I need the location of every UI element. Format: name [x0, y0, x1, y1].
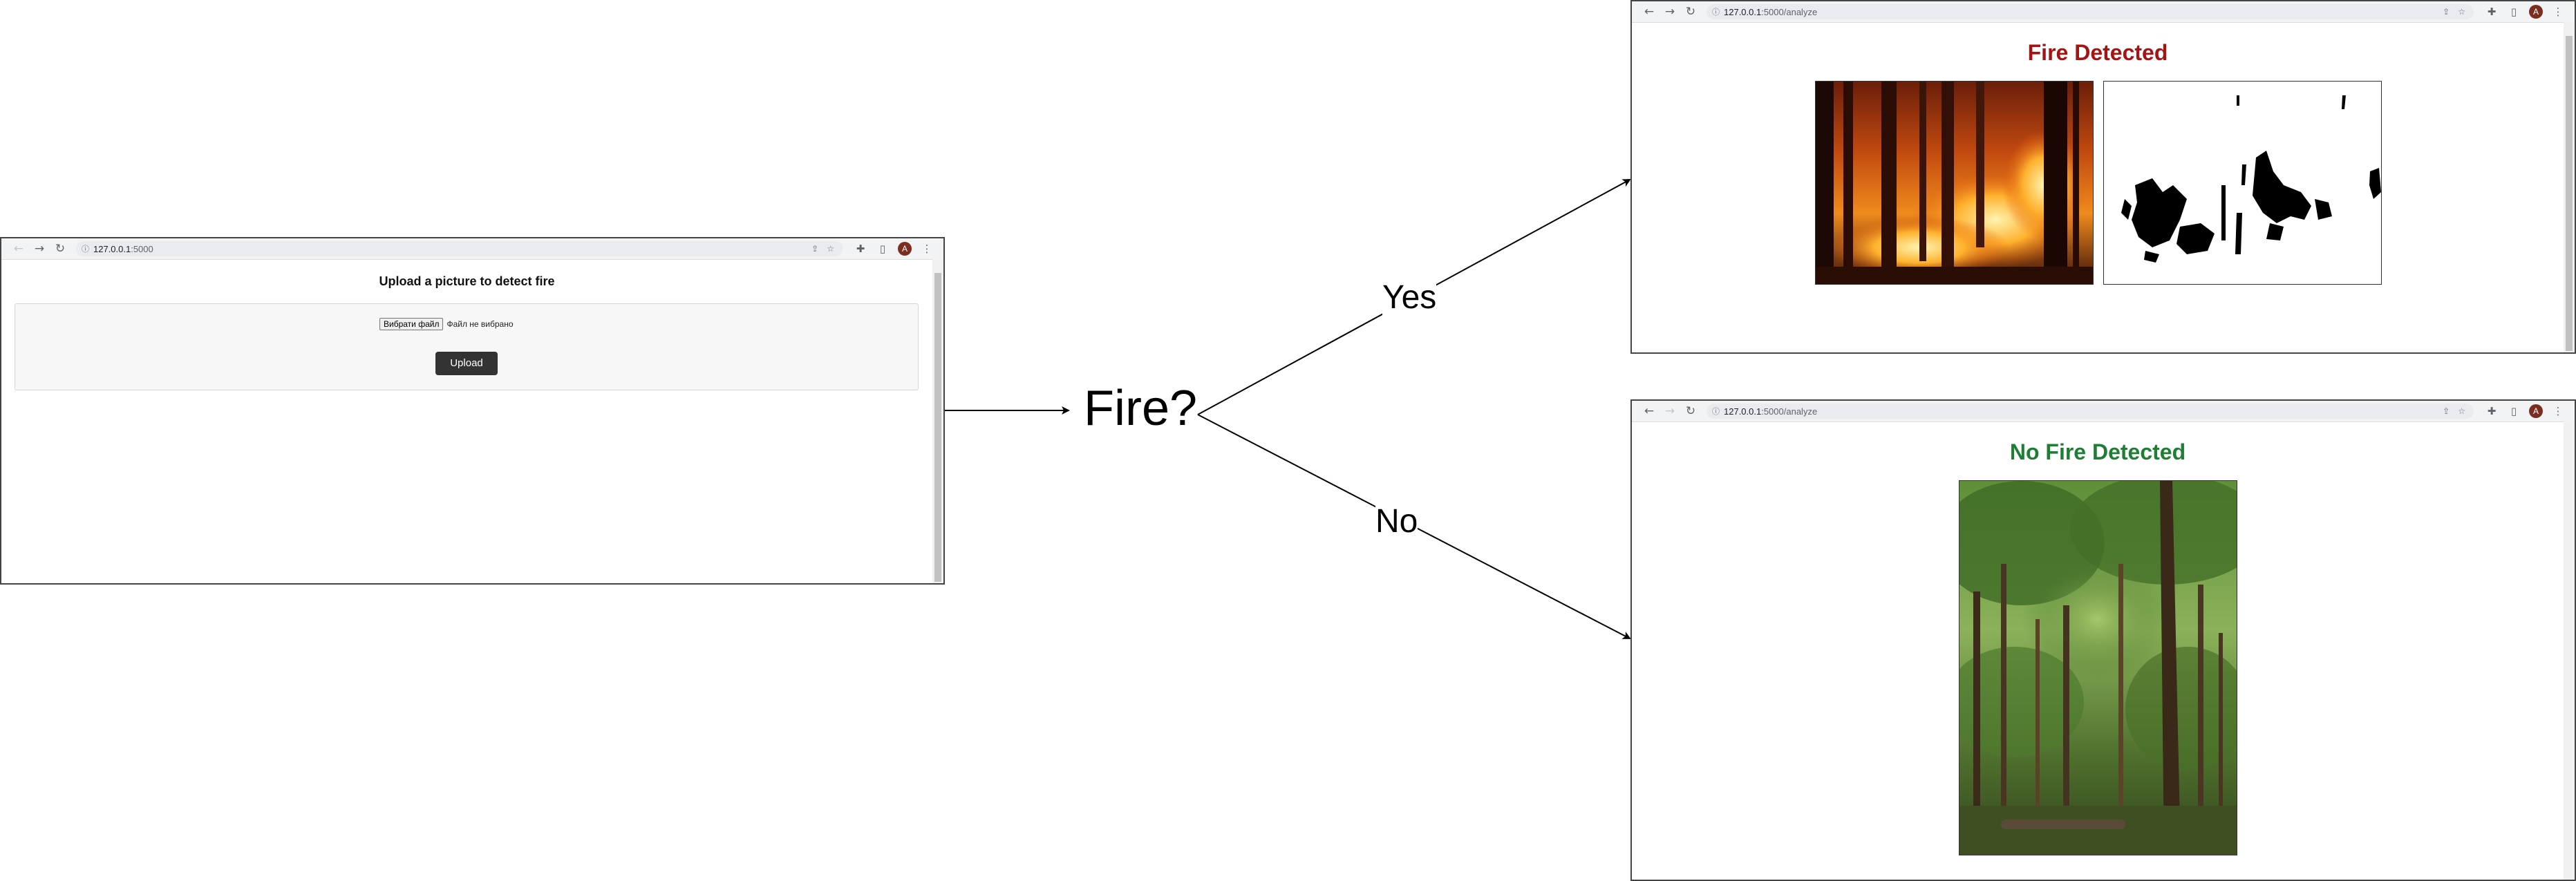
address-bar[interactable]: ⓘ 127.0.0.1:5000/analyze ⇪ ☆	[1707, 4, 2474, 19]
menu-icon[interactable]: ⋮	[921, 243, 932, 255]
back-icon[interactable]: ←	[13, 242, 24, 256]
fire-photo	[1815, 81, 2094, 285]
sidepanel-icon[interactable]: ▯	[2510, 405, 2517, 417]
upload-form-panel: Вибрати файл Файл не вибрано Upload	[15, 303, 919, 390]
fire-heading: Fire Detected	[2027, 40, 2168, 65]
fire-mask-image	[2103, 81, 2382, 285]
file-picker: Вибрати файл Файл не вибрано	[379, 318, 514, 330]
menu-icon[interactable]: ⋮	[2553, 6, 2564, 18]
forward-icon[interactable]: →	[34, 242, 45, 256]
forest-photo	[1959, 480, 2237, 855]
share-icon[interactable]: ⇪	[2443, 406, 2450, 416]
scrollbar[interactable]	[2564, 22, 2575, 352]
scrollbar[interactable]	[2564, 421, 2575, 880]
info-icon[interactable]: ⓘ	[1712, 407, 1720, 416]
file-status-text: Файл не вибрано	[446, 319, 514, 329]
yes-label: Yes	[1382, 278, 1437, 316]
browser-toolbar: ← → ↻ ⓘ 127.0.0.1:5000/analyze ⇪ ☆ ✚ ▯ A…	[1632, 401, 2575, 422]
forward-icon[interactable]: →	[1664, 5, 1675, 19]
browser-toolbar: ← → ↻ ⓘ 127.0.0.1:5000/analyze ⇪ ☆ ✚ ▯ A…	[1632, 1, 2575, 23]
url-path: :5000	[131, 243, 153, 254]
reload-icon[interactable]: ↻	[1685, 5, 1696, 19]
star-icon[interactable]: ☆	[2458, 406, 2465, 416]
decision-label: Fire?	[1084, 381, 1198, 436]
avatar[interactable]: A	[2529, 5, 2543, 19]
nofire-result-window: ← → ↻ ⓘ 127.0.0.1:5000/analyze ⇪ ☆ ✚ ▯ A…	[1630, 399, 2576, 881]
back-icon[interactable]: ←	[1644, 404, 1655, 418]
scrollbar-thumb[interactable]	[2566, 36, 2573, 351]
info-icon[interactable]: ⓘ	[82, 245, 89, 254]
star-icon[interactable]: ☆	[2458, 7, 2465, 17]
browser-toolbar: ← → ↻ ⓘ 127.0.0.1:5000 ⇪ ☆ ✚ ▯ A ⋮	[1, 238, 943, 260]
url-path: :5000/analyze	[1761, 6, 1818, 17]
menu-icon[interactable]: ⋮	[2553, 405, 2564, 417]
share-icon[interactable]: ⇪	[2443, 7, 2450, 17]
back-icon[interactable]: ←	[1644, 5, 1655, 19]
url-host: 127.0.0.1	[1724, 406, 1762, 417]
sidepanel-icon[interactable]: ▯	[2510, 6, 2517, 18]
address-bar[interactable]: ⓘ 127.0.0.1:5000/analyze ⇪ ☆	[1707, 404, 2474, 419]
scrollbar[interactable]	[932, 259, 943, 583]
extensions-icon[interactable]: ✚	[2487, 6, 2497, 18]
url-host: 127.0.0.1	[1724, 6, 1762, 17]
info-icon[interactable]: ⓘ	[1712, 8, 1720, 17]
avatar[interactable]: A	[898, 242, 912, 256]
forward-icon[interactable]: →	[1664, 404, 1675, 418]
url-path: :5000/analyze	[1761, 406, 1818, 417]
extensions-icon[interactable]: ✚	[2487, 405, 2497, 417]
share-icon[interactable]: ⇪	[811, 244, 819, 254]
choose-file-button[interactable]: Вибрати файл	[379, 318, 444, 330]
address-bar[interactable]: ⓘ 127.0.0.1:5000 ⇪ ☆	[76, 241, 843, 256]
reload-icon[interactable]: ↻	[55, 242, 66, 256]
no-label: No	[1375, 502, 1418, 540]
upload-browser-window: ← → ↻ ⓘ 127.0.0.1:5000 ⇪ ☆ ✚ ▯ A ⋮ Uploa…	[0, 237, 945, 585]
url-host: 127.0.0.1	[93, 243, 131, 254]
star-icon[interactable]: ☆	[827, 244, 834, 254]
avatar[interactable]: A	[2529, 404, 2543, 418]
upload-button[interactable]: Upload	[435, 352, 498, 375]
extensions-icon[interactable]: ✚	[856, 243, 865, 255]
reload-icon[interactable]: ↻	[1685, 404, 1696, 418]
sidepanel-icon[interactable]: ▯	[879, 243, 886, 255]
nofire-heading: No Fire Detected	[2009, 439, 2186, 464]
upload-heading: Upload a picture to detect fire	[379, 274, 555, 288]
scrollbar-thumb[interactable]	[934, 273, 941, 582]
fire-result-window: ← → ↻ ⓘ 127.0.0.1:5000/analyze ⇪ ☆ ✚ ▯ A…	[1630, 0, 2576, 354]
